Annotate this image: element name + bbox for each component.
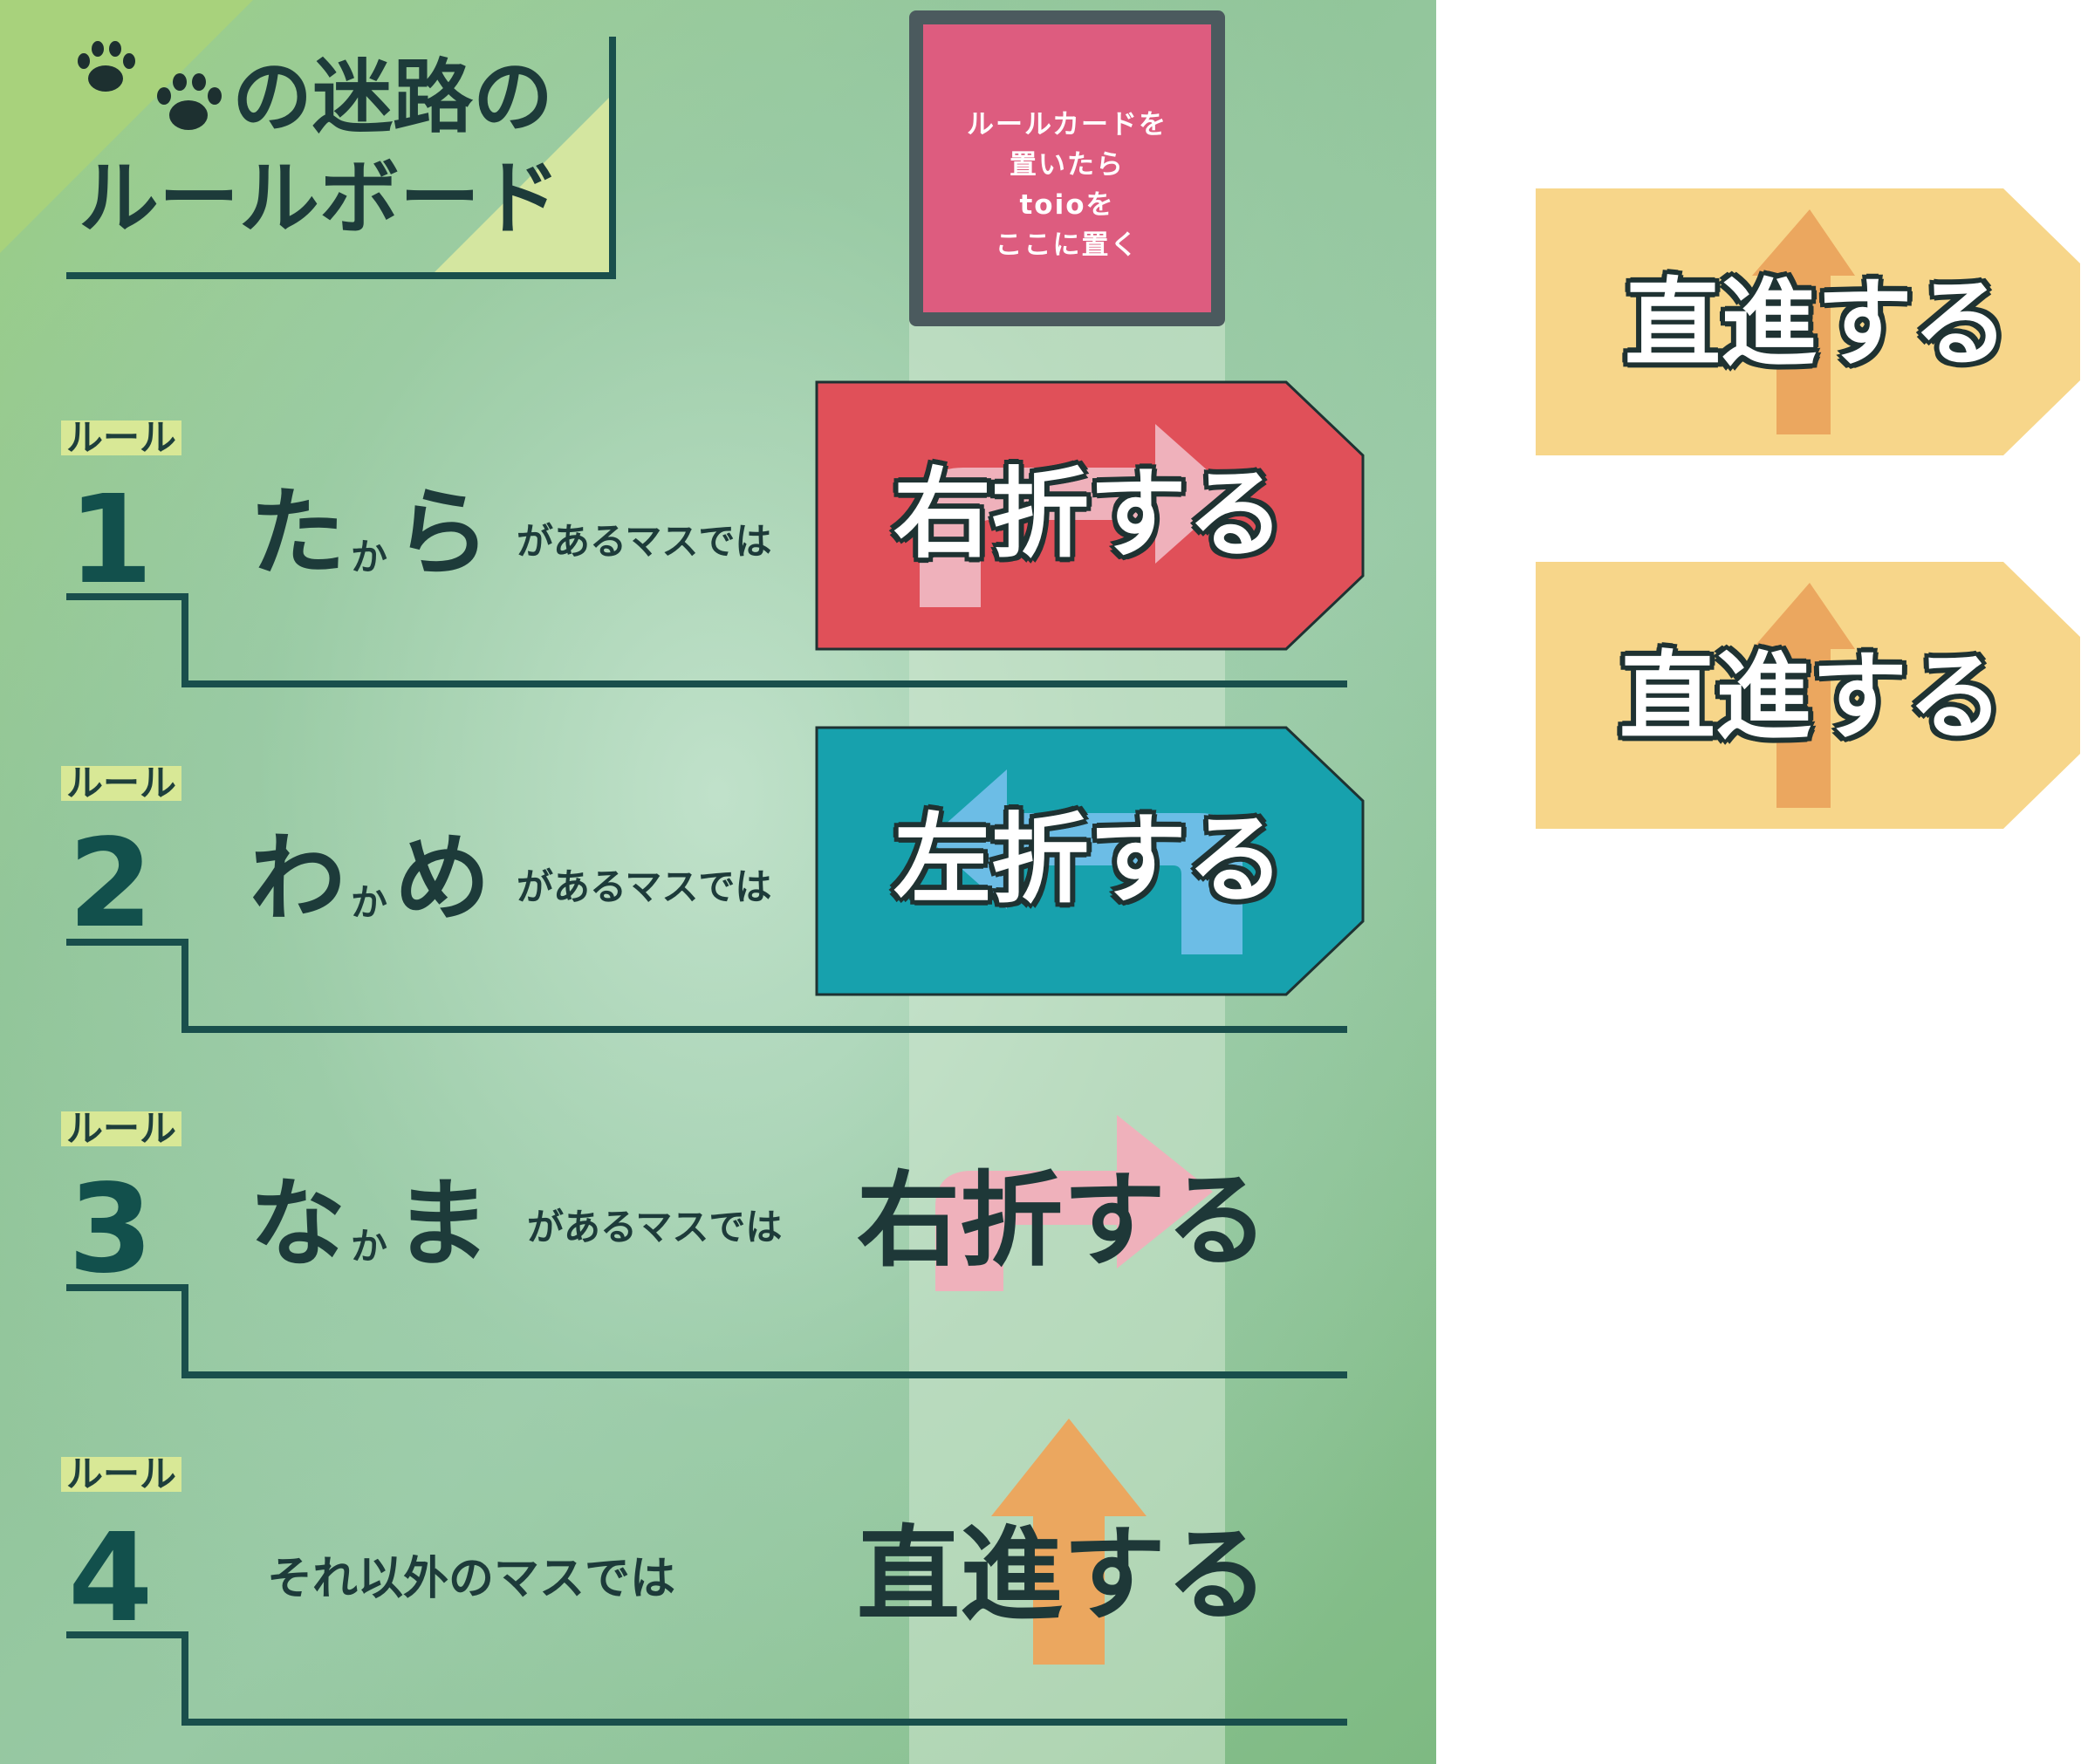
rule-2-action-card[interactable] (815, 726, 1365, 996)
rule-3-divider (66, 1284, 1347, 1378)
title-line-1: の迷路の (232, 51, 554, 144)
toio-slot[interactable]: ルールカードを 置いたら toioを ここに置く (909, 10, 1225, 326)
rule-4-divider (66, 1631, 1347, 1726)
rule-2-divider (66, 939, 1347, 1033)
left-turn-arrow-icon (928, 769, 1242, 954)
rule-2-action-label: 左折する (893, 803, 1284, 917)
spare-card-1-label: 直進する (1625, 268, 2009, 379)
rule-3-item-small: か (351, 1225, 388, 1268)
toio-slot-instructions: ルールカードを 置いたら toioを ここに置く (966, 109, 1168, 261)
rule-1-item-small: か (351, 536, 388, 578)
spare-card-2-label: 直進する (1619, 641, 2003, 753)
rule-3-badge: ルール (61, 1111, 182, 1147)
rule-2-item-b: め (394, 823, 490, 934)
rule-1-item-b: ら (394, 477, 490, 589)
rule-3-number: 3 (68, 1159, 154, 1301)
rule-1-item-a: た (250, 477, 346, 589)
rule-1-divider (66, 593, 1347, 687)
rule-1-number: 1 (68, 469, 154, 612)
rule-4-badge: ルール (61, 1456, 182, 1493)
title-box: の迷路の ルールボード (66, 37, 616, 279)
toio-slot-card-area: ルールカードを 置いたら toioを ここに置く (923, 24, 1211, 312)
right-turn-arrow-icon (920, 424, 1234, 607)
rule-1-action-card[interactable] (815, 380, 1365, 651)
rule-2-number: 2 (68, 813, 154, 955)
rule-3-item-b: ま (394, 1168, 490, 1280)
rule-2-item-small: か (351, 881, 388, 924)
corner-decoration (0, 0, 253, 253)
right-turn-arrow-icon (935, 1115, 1213, 1291)
spare-card-1[interactable] (1536, 188, 2081, 455)
rule-3-suffix: があるマスでは (527, 1206, 783, 1248)
title-decoration (435, 98, 609, 272)
rule-board: の迷路の ルールボード ルールカードを 置いたら toioを ここに置く ルール… (0, 0, 1436, 1764)
rule-4-number: 4 (68, 1508, 154, 1650)
rule-1-action-label: 右折する (893, 458, 1284, 571)
rule-2-item-a: わ (250, 823, 346, 934)
straight-arrow-icon (1752, 583, 1855, 808)
rule-3-item-a: な (250, 1168, 346, 1280)
straight-arrow-icon (1752, 209, 1855, 434)
rule-2-badge: ルール (61, 765, 182, 802)
rule-3-action-label: 右折する (857, 1160, 1270, 1281)
paw-icon (78, 41, 222, 130)
rule-4-suffix: それ以外のマスでは (267, 1553, 676, 1605)
rule-1-suffix: があるマスでは (517, 520, 772, 563)
rule-2-suffix: があるマスでは (517, 865, 772, 908)
rule-4-action-label: 直進する (857, 1514, 1270, 1635)
rule-1-badge: ルール (61, 420, 182, 456)
spare-card-2[interactable] (1536, 562, 2081, 829)
straight-arrow-icon (991, 1419, 1147, 1665)
title-line-2: ルールボード (79, 152, 561, 245)
